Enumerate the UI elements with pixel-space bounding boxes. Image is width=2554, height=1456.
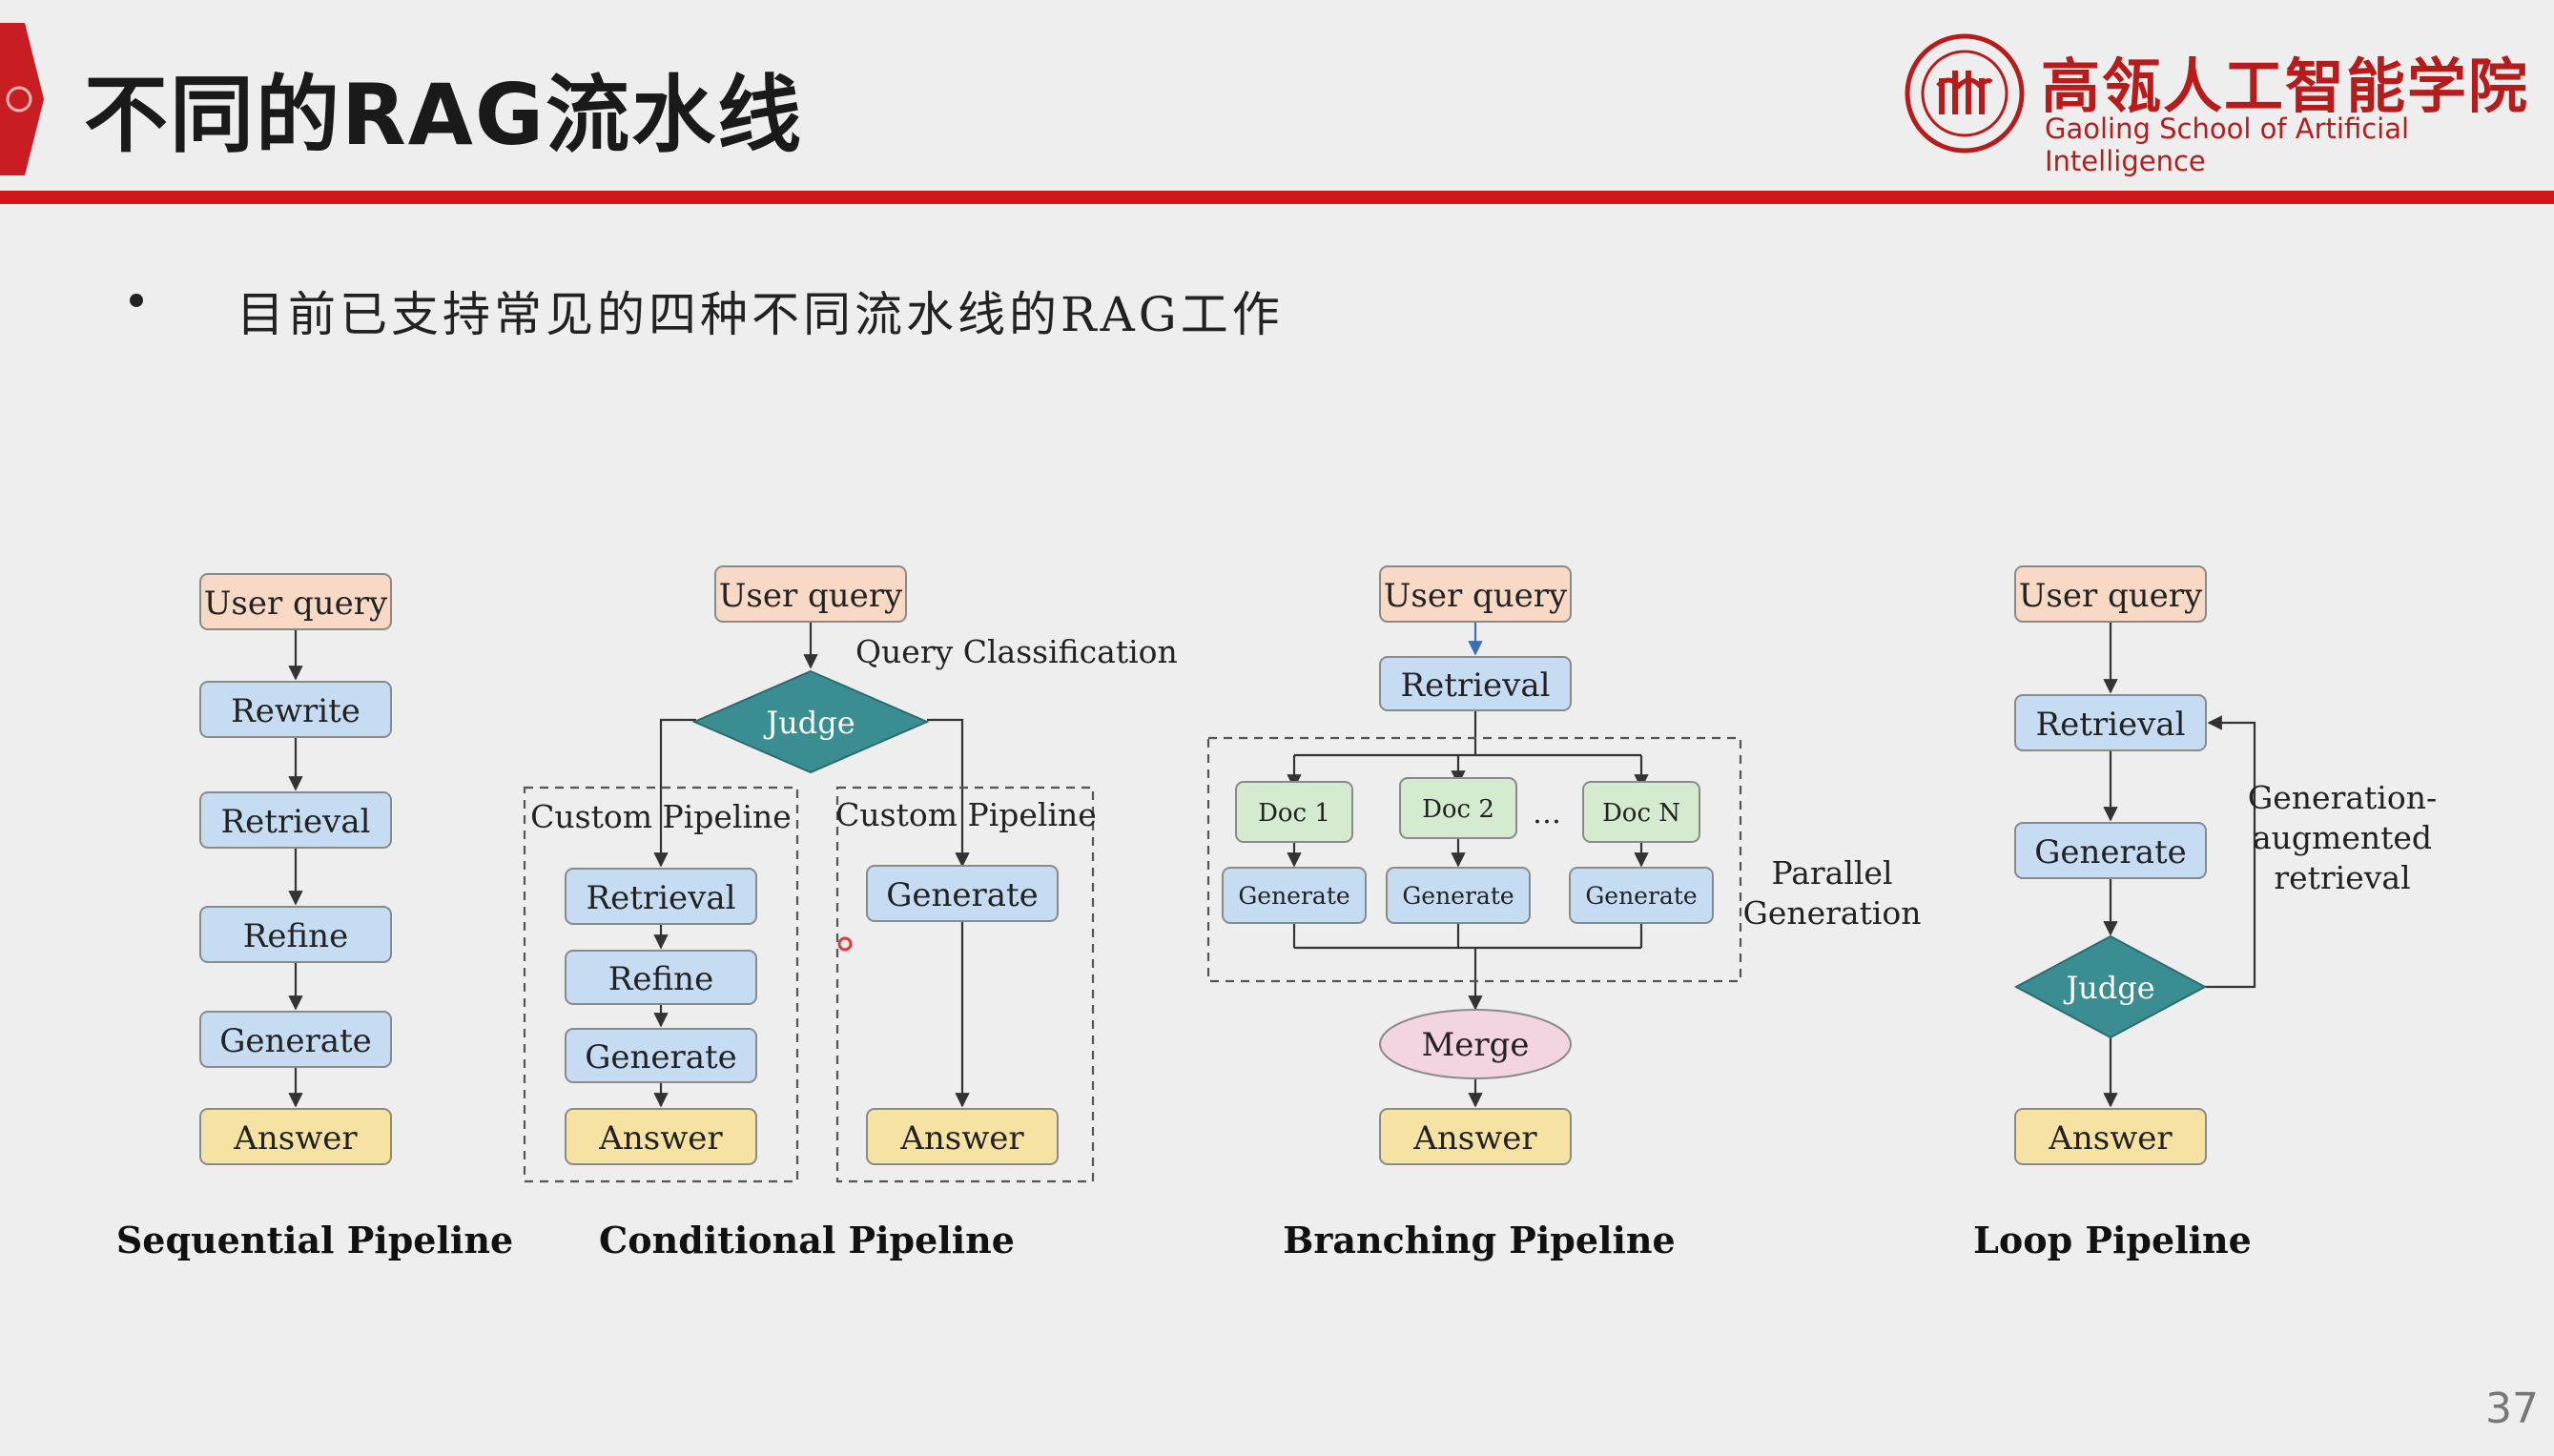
loop-node-retrieval: Retrieval xyxy=(2014,694,2207,751)
branch-doc-n: Doc N xyxy=(1582,781,1700,843)
loop-node-generate: Generate xyxy=(2014,822,2207,879)
svg-text:Refine: Refine xyxy=(243,917,348,955)
branch-generate-1: Generate xyxy=(1222,867,1367,924)
bullet-text: 目前已支持常见的四种不同流水线的RAG工作 xyxy=(237,287,1284,342)
cursor-dot-icon xyxy=(837,936,853,952)
branch-parallel-label-1: Parallel xyxy=(1771,854,1892,892)
school-name-chinese: 高瓴人工智能学院 xyxy=(2041,51,2530,121)
school-name-english: Gaoling School of Artificial Intelligenc… xyxy=(2045,113,2410,177)
seq-node-user-query: User query xyxy=(199,573,392,630)
svg-text:User query: User query xyxy=(719,577,903,615)
cond-left-refine: Refine xyxy=(565,950,757,1005)
svg-text:Doc 1: Doc 1 xyxy=(1258,799,1330,828)
cond-right-group xyxy=(835,786,1095,1183)
bullet-icon xyxy=(130,294,143,307)
cond-left-generate: Generate xyxy=(565,1028,757,1083)
university-seal-icon xyxy=(1905,33,2025,154)
svg-text:Answer: Answer xyxy=(2048,1119,2173,1158)
loop-feedback-label-2: augmented xyxy=(2253,819,2432,856)
seq-node-refine: Refine xyxy=(199,906,392,963)
svg-text:Judge: Judge xyxy=(763,705,855,741)
svg-text:Generate: Generate xyxy=(1585,882,1697,910)
page-number: 37 xyxy=(2485,1384,2539,1433)
branch-generate-3: Generate xyxy=(1569,867,1714,924)
cond-left-answer: Answer xyxy=(565,1108,757,1165)
branch-node-merge: Merge xyxy=(1379,1009,1572,1079)
cond-judge-diamond: Judge xyxy=(691,669,930,774)
caption-branching: Branching Pipeline xyxy=(1283,1219,1675,1261)
branching-pipeline: User query Retrieval Doc 1 Doc 2 … Doc N… xyxy=(1206,565,1922,1261)
loop-judge-diamond: Judge xyxy=(2013,934,2208,1039)
loop-node-answer: Answer xyxy=(2014,1108,2207,1165)
branch-ellipsis: … xyxy=(1533,797,1561,831)
svg-text:Generate: Generate xyxy=(2034,833,2187,872)
branch-parallel-group xyxy=(1206,736,1742,983)
conditional-pipeline: User query Query Classification Judge Cu… xyxy=(523,565,1178,1261)
svg-text:Retrieval: Retrieval xyxy=(2036,706,2186,744)
svg-text:Doc N: Doc N xyxy=(1602,799,1680,828)
svg-text:Answer: Answer xyxy=(899,1119,1024,1158)
svg-text:User query: User query xyxy=(2019,577,2203,615)
cond-left-retrieval: Retrieval xyxy=(565,868,757,925)
svg-text:Generate: Generate xyxy=(1402,882,1514,910)
seq-node-generate: Generate xyxy=(199,1011,392,1068)
svg-text:Answer: Answer xyxy=(1412,1119,1537,1158)
header-divider xyxy=(0,191,2554,204)
cond-right-generate: Generate xyxy=(866,865,1059,922)
cond-right-title: Custom Pipeline xyxy=(835,796,1097,833)
cond-classification-label: Query Classification xyxy=(855,633,1178,670)
loop-pipeline: User query Retrieval Generate Judge Answ… xyxy=(1973,565,2437,1261)
caption-sequential: Sequential Pipeline xyxy=(116,1219,513,1261)
svg-text:Judge: Judge xyxy=(2063,970,2154,1006)
loop-feedback-label-1: Generation- xyxy=(2248,779,2437,816)
svg-text:User query: User query xyxy=(204,584,388,623)
cond-node-user-query: User query xyxy=(714,565,907,623)
branch-generate-2: Generate xyxy=(1386,867,1531,924)
slide-header: 不同的RAG流水线 高瓴人工智能学院 Gaoling School of Art… xyxy=(0,0,2554,191)
svg-text:Merge: Merge xyxy=(1421,1026,1529,1064)
branch-doc-1: Doc 1 xyxy=(1235,781,1353,843)
svg-text:Retrieval: Retrieval xyxy=(587,879,736,917)
svg-text:Retrieval: Retrieval xyxy=(221,803,371,841)
svg-text:Generate: Generate xyxy=(886,876,1039,914)
svg-text:Generate: Generate xyxy=(1238,882,1349,910)
cond-left-title: Custom Pipeline xyxy=(530,798,792,835)
svg-text:Rewrite: Rewrite xyxy=(231,692,360,730)
loop-feedback-label-3: retrieval xyxy=(2274,859,2410,896)
caption-loop: Loop Pipeline xyxy=(1973,1219,2252,1261)
branch-node-answer: Answer xyxy=(1379,1108,1572,1165)
svg-text:Generate: Generate xyxy=(219,1022,372,1060)
seq-node-rewrite: Rewrite xyxy=(199,681,392,738)
caption-conditional: Conditional Pipeline xyxy=(599,1219,1015,1261)
loop-node-user-query: User query xyxy=(2014,565,2207,623)
branch-node-retrieval: Retrieval xyxy=(1379,656,1572,711)
branch-doc-2: Doc 2 xyxy=(1399,777,1517,839)
svg-text:Retrieval: Retrieval xyxy=(1401,666,1551,705)
red-hexagon-tab xyxy=(0,23,44,175)
branch-parallel-label-2: Generation xyxy=(1742,894,1921,932)
cond-right-answer: Answer xyxy=(866,1108,1059,1165)
svg-text:User query: User query xyxy=(1384,577,1568,615)
svg-text:Refine: Refine xyxy=(608,960,713,998)
svg-text:Answer: Answer xyxy=(598,1119,723,1158)
cond-left-group xyxy=(523,786,799,1183)
slide-title: 不同的RAG流水线 xyxy=(84,66,804,164)
svg-text:Generate: Generate xyxy=(585,1038,737,1077)
branch-node-user-query: User query xyxy=(1379,565,1572,623)
seq-node-retrieval: Retrieval xyxy=(199,791,392,849)
seq-node-answer: Answer xyxy=(199,1108,392,1165)
svg-text:Answer: Answer xyxy=(233,1119,358,1158)
sequential-pipeline: User query Rewrite Retrieval Refine Gene… xyxy=(116,573,513,1261)
svg-text:Doc 2: Doc 2 xyxy=(1422,795,1494,824)
